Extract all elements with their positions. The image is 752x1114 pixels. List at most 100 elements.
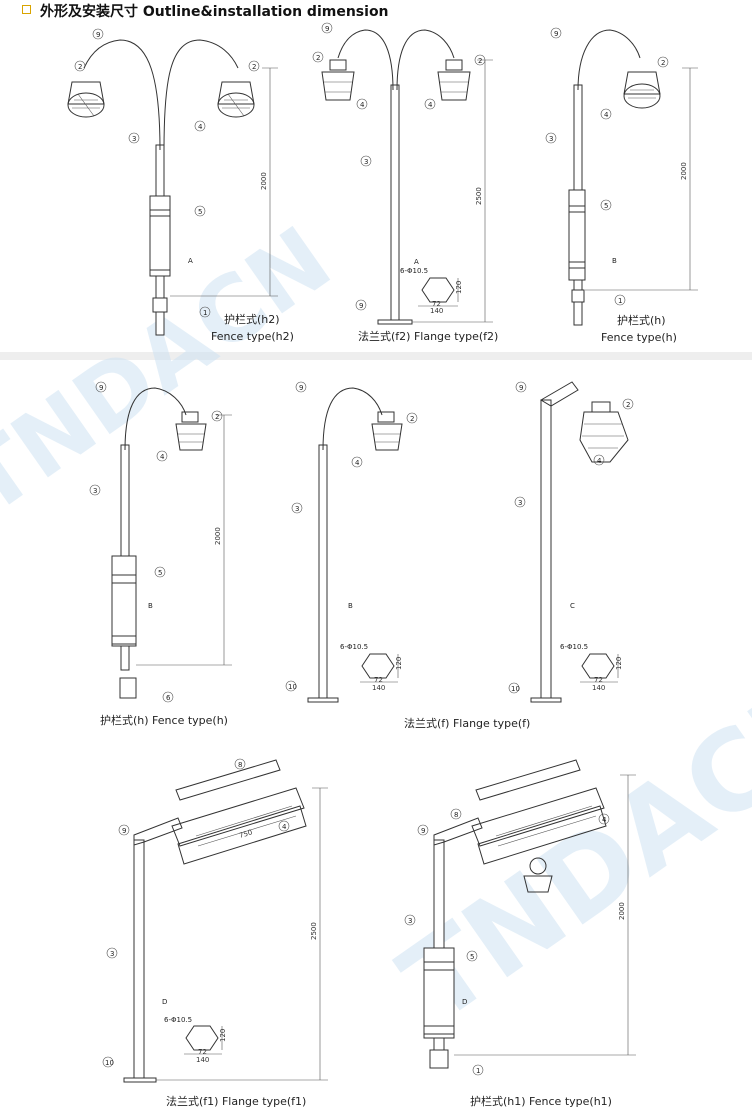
detail-letter: B xyxy=(348,602,353,610)
svg-text:10: 10 xyxy=(288,683,297,691)
flange-base xyxy=(123,1077,157,1083)
dimension-line xyxy=(170,67,278,297)
figure-h1: 2000 D 护栏式(h1) Fence type(h1) 8 9 4 3 5 … xyxy=(404,759,636,1108)
section-header: 外形及安装尺寸 Outline&installation dimension xyxy=(0,0,752,22)
svg-text:6-Φ10.5: 6-Φ10.5 xyxy=(560,643,588,651)
panel-divider-2 xyxy=(0,746,752,752)
watermark-text: TNDACN xyxy=(0,207,350,535)
flange-base xyxy=(307,697,339,703)
panel-divider xyxy=(0,352,752,360)
junction-box xyxy=(119,677,137,699)
floodlight xyxy=(171,759,307,865)
detail-letter: D xyxy=(162,998,167,1006)
caption: 护栏式(h1) Fence type(h1) xyxy=(470,1094,612,1108)
svg-text:9: 9 xyxy=(325,25,329,33)
flange-detail: 6-Φ10.5 120 140 72 xyxy=(340,643,403,692)
arm xyxy=(540,381,579,407)
svg-text:2: 2 xyxy=(215,413,219,421)
caption-cn: 护栏式(h) xyxy=(617,313,666,327)
pole xyxy=(318,444,328,701)
svg-text:72: 72 xyxy=(432,300,441,308)
height-dim: 2000 xyxy=(260,172,268,190)
svg-text:3: 3 xyxy=(93,487,97,495)
figure-h-row2: 2000 B 护栏式(h) Fence type(h) 9 2 4 3 5 6 xyxy=(89,381,232,727)
svg-text:3: 3 xyxy=(132,135,136,143)
svg-text:3: 3 xyxy=(549,135,553,143)
svg-text:9: 9 xyxy=(99,384,103,392)
lamp xyxy=(175,411,207,451)
svg-text:6-Φ10.5: 6-Φ10.5 xyxy=(164,1016,192,1024)
svg-text:4: 4 xyxy=(282,823,287,831)
dimension-line xyxy=(144,787,328,1081)
svg-text:3: 3 xyxy=(408,917,412,925)
fence-bracket xyxy=(111,555,137,647)
caption: 法兰式(f) Flange type(f) xyxy=(404,716,530,730)
length-dim: 750 xyxy=(238,828,253,840)
pendant-lamp xyxy=(523,857,553,893)
svg-text:4: 4 xyxy=(602,816,607,824)
svg-text:3: 3 xyxy=(110,950,114,958)
svg-text:140: 140 xyxy=(196,1056,209,1064)
svg-text:9: 9 xyxy=(122,827,126,835)
arm xyxy=(124,387,187,451)
svg-text:120: 120 xyxy=(455,281,463,294)
fence-bracket xyxy=(568,189,586,281)
svg-text:2: 2 xyxy=(316,54,320,62)
flange-detail: 6-Φ10.5 120 140 72 xyxy=(560,643,623,692)
caption-en: Fence type(h2) xyxy=(211,330,294,343)
svg-text:4: 4 xyxy=(360,101,365,109)
caption: 法兰式(f1) Flange type(f1) xyxy=(166,1094,306,1108)
fence-bracket xyxy=(149,195,171,277)
junction-box xyxy=(429,1049,449,1069)
detail-letter: D xyxy=(462,998,467,1006)
caption: 护栏式(h) Fence type(h) xyxy=(100,713,228,727)
pole xyxy=(540,399,552,701)
lamp-left xyxy=(321,59,355,101)
svg-text:120: 120 xyxy=(395,657,403,670)
detail-letter: C xyxy=(570,602,575,610)
svg-text:72: 72 xyxy=(198,1048,207,1056)
svg-text:2: 2 xyxy=(661,59,665,67)
caption: 法兰式(f2) Flange type(f2) xyxy=(358,329,498,343)
svg-text:140: 140 xyxy=(372,684,385,692)
detail-letter: B xyxy=(612,257,617,265)
svg-text:4: 4 xyxy=(597,457,602,465)
figure-f2: 2500 A 6-Φ10.5 120 140 72 法兰式(f2) Flange… xyxy=(312,22,498,343)
arm xyxy=(133,817,183,846)
svg-text:140: 140 xyxy=(430,307,443,315)
pole xyxy=(133,839,145,1081)
arm-left xyxy=(337,29,394,91)
dimension-line xyxy=(585,67,698,291)
svg-text:1: 1 xyxy=(203,309,207,317)
height-dim: 2000 xyxy=(680,162,688,180)
svg-text:5: 5 xyxy=(198,208,202,216)
svg-text:2: 2 xyxy=(78,63,82,71)
height-dim: 2500 xyxy=(475,187,483,205)
lamp-right xyxy=(437,59,471,101)
caption-cn: 护栏式(h2) xyxy=(224,312,280,326)
arm-right xyxy=(396,29,455,91)
svg-text:9: 9 xyxy=(519,384,523,392)
svg-text:9: 9 xyxy=(554,30,558,38)
figure-f1: 2500 750 D 6-Φ10.5 120 140 72 法兰式(f1) Fl… xyxy=(102,758,328,1108)
svg-text:72: 72 xyxy=(594,676,603,684)
svg-text:1: 1 xyxy=(476,1067,480,1075)
svg-text:5: 5 xyxy=(158,569,162,577)
svg-text:6-Φ10.5: 6-Φ10.5 xyxy=(340,643,368,651)
figure-h2: 2000 A 护栏式(h2) Fence type(h2) 9 2 2 4 3 … xyxy=(67,28,294,343)
caption-en: Fence type(h) xyxy=(601,331,677,344)
height-dim: 2000 xyxy=(618,902,626,920)
height-dim: 2000 xyxy=(214,527,222,545)
flange-detail: 6-Φ10.5 120 140 72 xyxy=(400,267,463,315)
svg-text:8: 8 xyxy=(454,811,458,819)
svg-text:2: 2 xyxy=(252,63,256,71)
junction-box xyxy=(571,289,585,303)
svg-text:3: 3 xyxy=(364,158,368,166)
height-dim: 2500 xyxy=(310,922,318,940)
lamp-right xyxy=(217,81,255,118)
arm-left xyxy=(83,39,161,151)
section-title: 外形及安装尺寸 Outline&installation dimension xyxy=(40,4,389,20)
svg-text:4: 4 xyxy=(198,123,203,131)
arm xyxy=(433,817,483,846)
